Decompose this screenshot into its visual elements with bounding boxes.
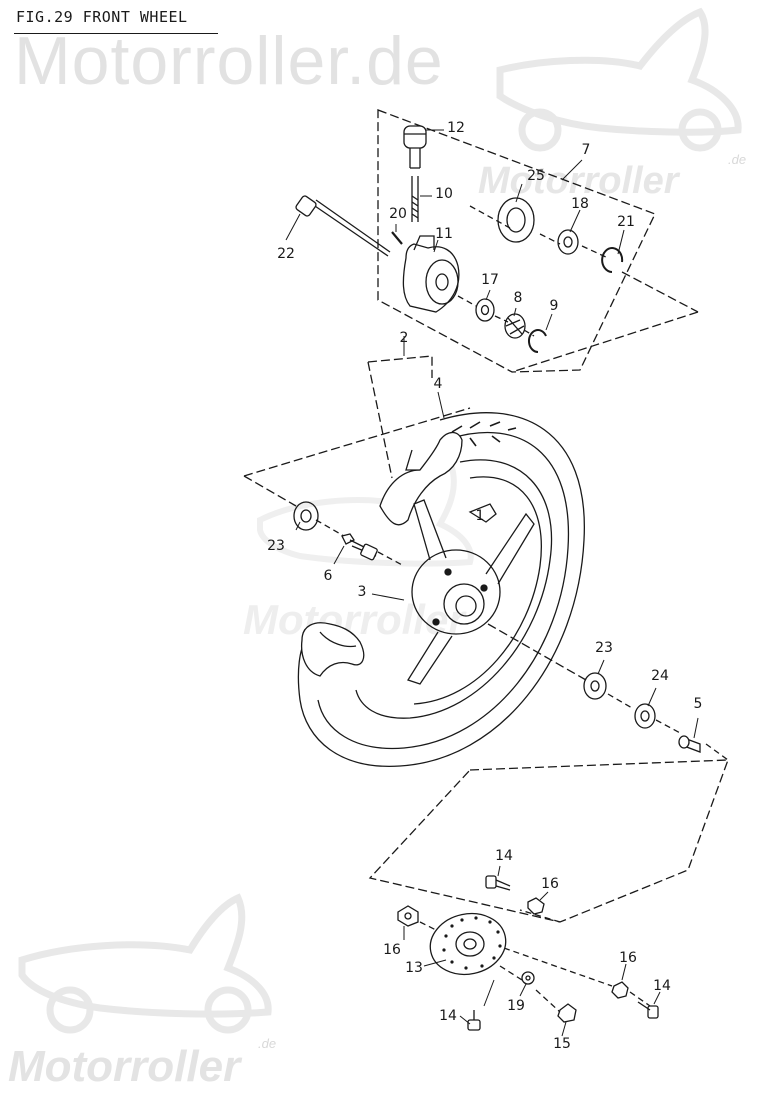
watermark-logo-upper: Motorroller [478,160,679,202]
callout-21: 21 [617,214,635,230]
callout-10: 10 [435,186,453,202]
callout-24: 24 [651,668,669,684]
watermark-main: Motorroller.de [14,23,444,99]
callout-14-bottom: 14 [439,1008,457,1024]
callout-20: 20 [389,206,407,222]
scooter-watermark-logo-lower [18,893,272,1034]
callout-16-right: 16 [619,950,637,966]
scooter-watermark-logo-upper [496,7,742,152]
callout-7: 7 [581,142,591,158]
callout-25: 25 [527,168,545,184]
brake-panel-group [295,109,699,373]
callout-8: 8 [513,290,523,306]
watermark-logo-lower: Motorroller [8,1042,241,1091]
callout-18: 18 [571,196,589,212]
wheel-assembly [243,355,729,767]
callout-6: 6 [323,568,333,584]
brake-disc-group [368,759,729,1031]
callout-17: 17 [481,272,499,288]
callout-5: 5 [693,696,703,712]
figure-title-underline [14,33,218,34]
leader-lines [285,129,699,1037]
callout-23-left: 23 [267,538,285,554]
callout-15: 15 [553,1036,571,1052]
callout-22: 22 [277,246,295,262]
callout-16-left: 16 [383,942,401,958]
callout-13: 13 [405,960,423,976]
callout-3: 3 [357,584,367,600]
callout-2: 2 [399,330,409,346]
callout-19: 19 [507,998,525,1014]
callout-14-top: 14 [495,848,513,864]
callout-1: 1 [475,508,485,524]
callout-9: 9 [549,298,559,314]
watermark-suffix-lower: .de [258,1036,277,1051]
callout-23-right: 23 [595,640,613,656]
callout-14-right: 14 [653,978,671,994]
watermark-suffix-upper: .de [728,152,747,167]
callout-16-upper: 16 [541,876,559,892]
callout-12: 12 [447,120,465,136]
figure-title: FIG.29 FRONT WHEEL [16,8,188,26]
callout-11: 11 [435,226,453,242]
callout-4: 4 [433,376,443,392]
